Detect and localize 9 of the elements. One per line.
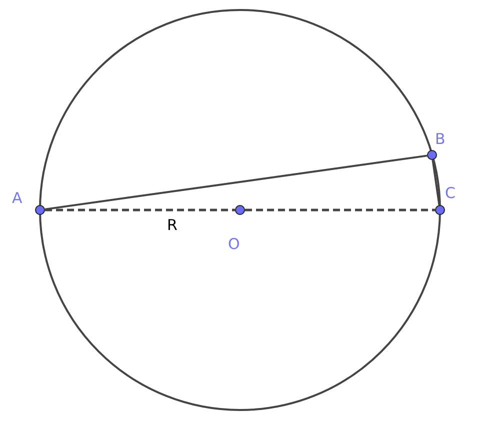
point-label: A (12, 191, 22, 206)
line-segment (432, 160, 440, 206)
line-segment (44, 154, 428, 210)
point-label: O (228, 237, 240, 252)
dashed-segment (245, 208, 435, 212)
point-label: C (445, 186, 456, 201)
point-label: B (435, 132, 446, 147)
dashed-segment (45, 208, 235, 212)
edge-label: R (167, 218, 178, 233)
